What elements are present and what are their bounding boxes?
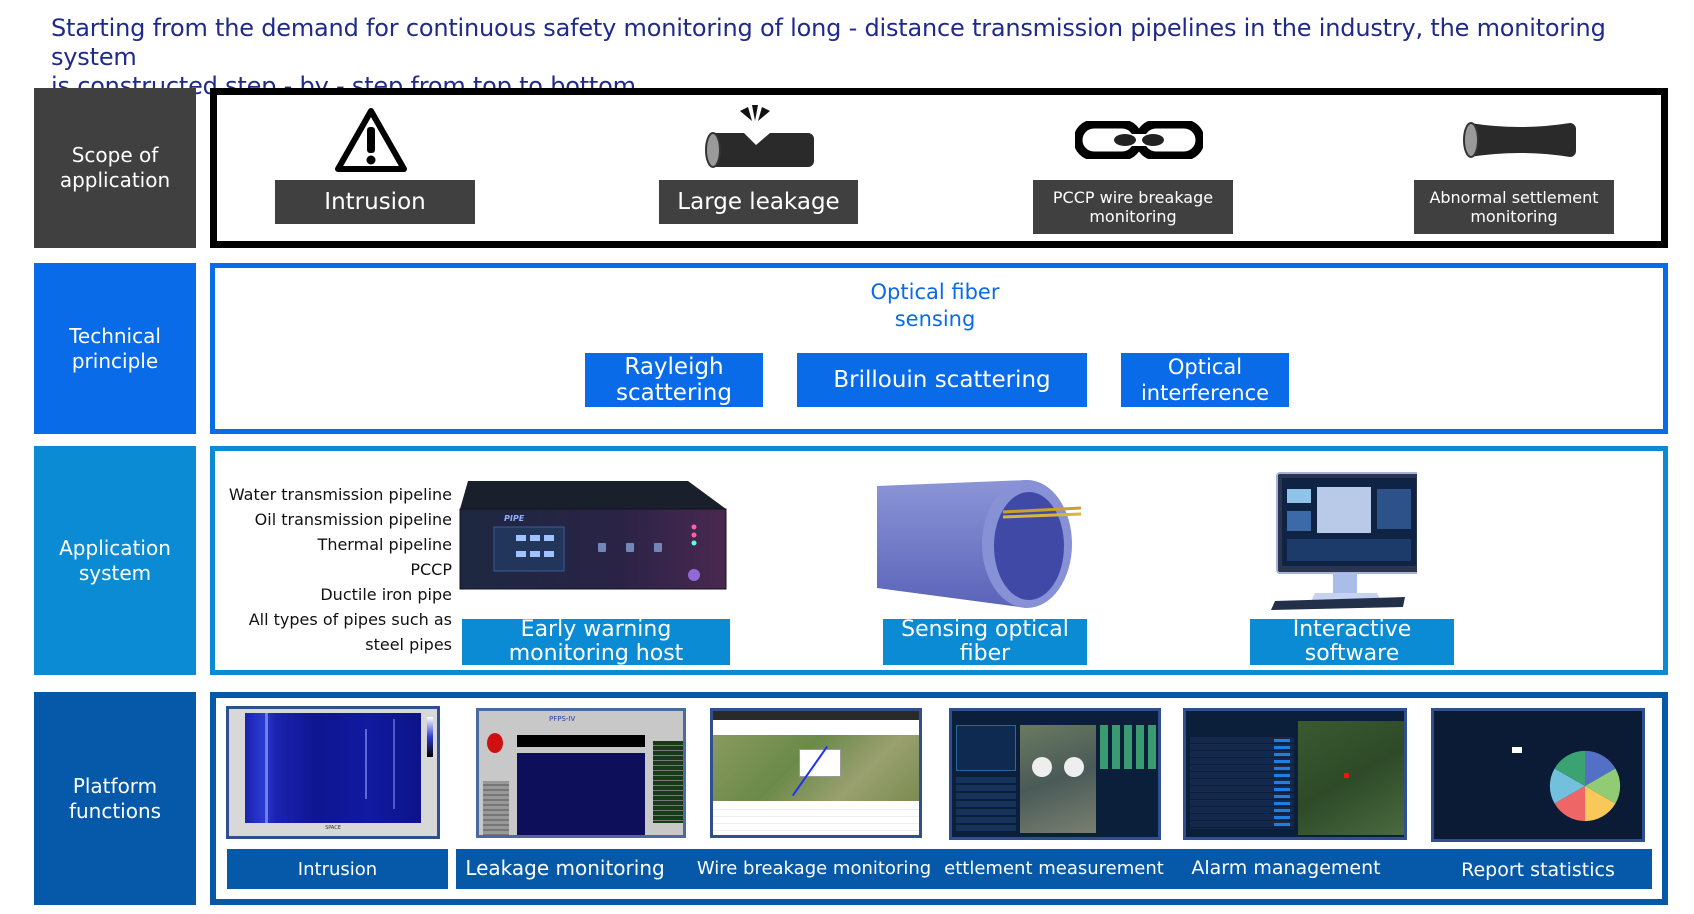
component-interactive-software-text: Interactive software [1292, 617, 1412, 666]
screenshot-leakage-console: PFPS-IV [476, 708, 686, 838]
platform-row-label: Platform functions [34, 692, 196, 905]
gauge-circle [1064, 757, 1084, 777]
technical-label-text: Technical principle [69, 323, 161, 373]
function-label-bar [456, 849, 1652, 889]
leak-signal-strip [517, 735, 645, 747]
alarm-action-buttons [1274, 739, 1290, 827]
pie-slice [1585, 750, 1616, 786]
application-frame: Water transmission pipeline Oil transmis… [210, 446, 1668, 675]
alarm-map [1298, 721, 1404, 835]
scope-item-settlement-text: Abnormal settlement monitoring [1429, 188, 1599, 226]
function-intrusion: Intrusion [227, 849, 448, 889]
alarm-marker-icon [1344, 773, 1349, 778]
leaking-pipe-icon [704, 103, 816, 173]
pie-slice [1585, 768, 1621, 804]
warning-triangle-icon [334, 107, 408, 173]
heatmap-streak [265, 713, 268, 823]
scope-item-pccp-wire-breakage: PCCP wire breakage monitoring [1033, 180, 1233, 234]
broken-chain-icon [1075, 121, 1203, 159]
leak-heatmap [517, 753, 645, 835]
monitoring-host-image: PIPE [458, 479, 728, 591]
screenshot-report-statistics [1431, 708, 1645, 842]
scope-item-pccp-text: PCCP wire breakage monitoring [1052, 188, 1214, 226]
scope-label-text: Scope of application [59, 143, 171, 192]
heatmap-colorbar [427, 717, 433, 757]
component-sensing-optical-fiber-text: Sensing optical fiber [901, 617, 1069, 666]
method-optical-interference: Optical interference [1121, 353, 1289, 407]
host-brand-text: PIPE [504, 514, 525, 523]
function-alarm-management: Alarm management [1191, 857, 1381, 879]
application-row-label: Application system [34, 446, 196, 675]
dashboard-map [1020, 725, 1096, 833]
component-interactive-software: Interactive software [1250, 617, 1454, 666]
dashboard-chart-panel [956, 725, 1016, 771]
heatmap-xlabel: SPACE [325, 825, 341, 831]
pipe-type-item: steel pipes [365, 635, 452, 654]
optical-fiber-sensing-text: Optical fiber sensing [870, 280, 1000, 331]
dashboard-tiles [1100, 725, 1156, 769]
pie-slice [1554, 786, 1585, 822]
pipe-type-item: Oil transmission pipeline [254, 510, 452, 529]
scope-item-intrusion: Intrusion [275, 180, 475, 224]
optical-fiber-pipe-image [877, 476, 1087, 611]
leak-console-caption: PFPS-IV [549, 715, 576, 723]
function-wire-breakage-monitoring: Wire breakage monitoring [696, 857, 932, 879]
map-data-table [713, 803, 919, 835]
scope-item-large-leakage: Large leakage [659, 180, 858, 224]
pipe-type-item: Ductile iron pipe [320, 585, 452, 604]
screenshot-settlement-dashboard [949, 708, 1161, 840]
application-label-text: Application system [59, 535, 171, 585]
method-rayleigh-text: Rayleigh scattering [616, 354, 732, 406]
function-report-statistics: Report statistics [1461, 859, 1615, 881]
leak-data-grid [653, 741, 683, 823]
component-monitoring-host: Early warning monitoring host [462, 617, 730, 666]
pipe-type-item: Water transmission pipeline [228, 485, 452, 504]
pie-slice [1549, 768, 1585, 804]
method-rayleigh-scattering: Rayleigh scattering [585, 353, 763, 407]
pipe-type-item: PCCP [410, 560, 452, 579]
report-pie-chart [1549, 750, 1621, 822]
pie-slice [1585, 786, 1616, 822]
pie-slice [1554, 750, 1585, 786]
platform-label-text: Platform functions [68, 773, 162, 823]
leak-side-panel [483, 781, 509, 835]
dashboard-table [956, 777, 1016, 833]
scope-row-label: Scope of application [34, 88, 196, 248]
heatmap-streak [393, 719, 395, 809]
function-leakage-monitoring: Leakage monitoring [465, 856, 665, 880]
technical-row-label: Technical principle [34, 263, 196, 434]
page-title: Starting from the demand for continuous … [51, 14, 1671, 101]
computer-monitor-image [1267, 471, 1417, 611]
optical-fiber-sensing-heading: Optical fiber sensing [835, 279, 1035, 333]
title-line-1: Starting from the demand for continuous … [51, 14, 1606, 71]
component-monitoring-host-text: Early warning monitoring host [508, 617, 684, 666]
heatmap-streak [365, 729, 367, 799]
function-settlement-measurement: ettlement measurement [944, 857, 1164, 879]
gauge-circle [1032, 757, 1052, 777]
screenshot-wire-breakage-map [710, 708, 922, 838]
pipe-type-item: Thermal pipeline [317, 535, 452, 554]
component-sensing-optical-fiber: Sensing optical fiber [883, 617, 1087, 666]
screenshot-intrusion-waterfall: SPACE [226, 706, 440, 839]
pipe-type-list: Water transmission pipeline Oil transmis… [220, 482, 452, 657]
map-app-header [713, 711, 919, 720]
screenshot-alarm-management [1183, 708, 1407, 840]
scope-item-abnormal-settlement: Abnormal settlement monitoring [1414, 180, 1614, 234]
heatmap-plot [245, 713, 421, 823]
method-optical-interference-text: Optical interference [1140, 355, 1270, 405]
bent-pipe-icon [1462, 117, 1578, 161]
scope-frame: Intrusion Large leakage PCCP wire breaka… [210, 88, 1668, 248]
alarm-lamp-icon [487, 733, 503, 753]
technical-frame: Optical fiber sensing Rayleigh scatterin… [210, 263, 1668, 434]
pipe-type-item: All types of pipes such as [248, 610, 452, 629]
method-brillouin-scattering: Brillouin scattering [797, 353, 1087, 407]
report-tooltip [1512, 747, 1522, 753]
platform-frame: SPACE PFPS-IV [210, 692, 1668, 905]
